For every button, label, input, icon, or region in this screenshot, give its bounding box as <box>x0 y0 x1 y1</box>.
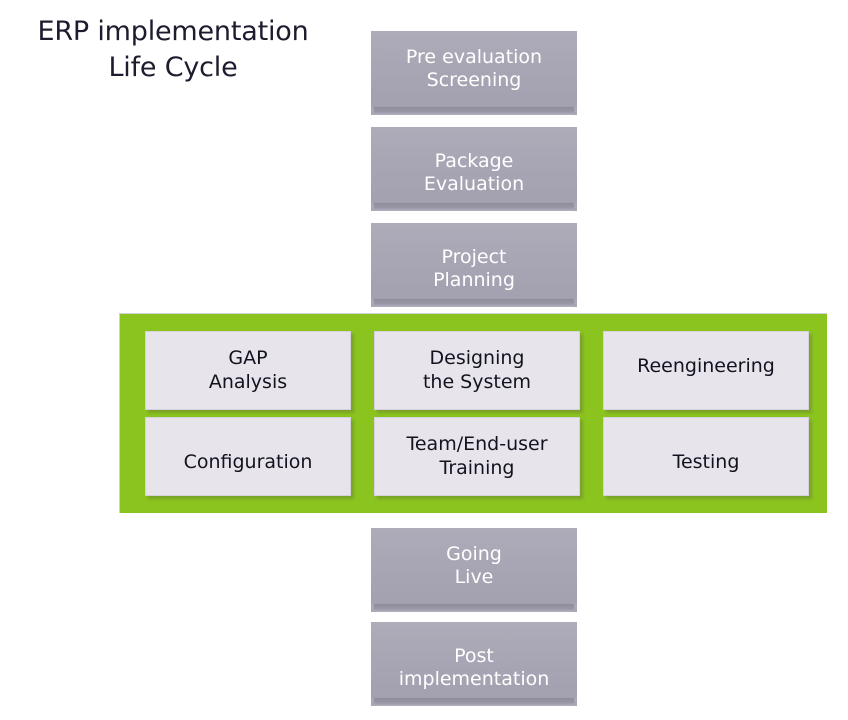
stage-face: Going Live <box>371 528 577 604</box>
stage-face: Project Planning <box>371 223 577 299</box>
stage-label: Package Evaluation <box>423 149 525 195</box>
green-highlight-group: GAP Analysis Designing the System Reengi… <box>119 313 827 513</box>
stage-project-planning[interactable]: Project Planning <box>371 223 577 307</box>
page-title: ERP implementation Life Cycle <box>37 16 309 83</box>
task-team-end-user-training[interactable]: Team/End-user Training <box>374 417 580 496</box>
stage-going-live[interactable]: Going Live <box>371 528 577 612</box>
task-label: Team/End-user Training <box>406 433 548 479</box>
task-reengineering[interactable]: Reengineering <box>603 331 809 410</box>
stage-package-evaluation[interactable]: Package Evaluation <box>371 127 577 211</box>
stage-face: Pre evaluation Screening <box>371 31 577 107</box>
task-label: Testing <box>672 450 740 473</box>
task-designing-the-system[interactable]: Designing the System <box>374 331 580 410</box>
task-label: Configuration <box>183 450 313 473</box>
stage-label: Going Live <box>446 542 502 588</box>
stage-label: Pre evaluation Screening <box>405 45 543 91</box>
stage-label: Post implementation <box>398 644 550 690</box>
stage-post-implementation[interactable]: Post implementation <box>371 622 577 706</box>
task-label: Designing the System <box>422 347 532 393</box>
stage-base-shadow <box>374 299 574 307</box>
stage-pre-evaluation-screening[interactable]: Pre evaluation Screening <box>371 31 577 115</box>
stage-base-shadow <box>374 698 574 706</box>
stage-face: Post implementation <box>371 622 577 698</box>
task-label: GAP Analysis <box>208 347 288 393</box>
stage-base-shadow <box>374 203 574 211</box>
task-testing[interactable]: Testing <box>603 417 809 496</box>
stage-label: Project Planning <box>433 245 515 291</box>
stage-base-shadow <box>374 604 574 612</box>
task-configuration[interactable]: Configuration <box>145 417 351 496</box>
stage-base-shadow <box>374 107 574 115</box>
task-label: Reengineering <box>637 354 775 377</box>
task-gap-analysis[interactable]: GAP Analysis <box>145 331 351 410</box>
stage-face: Package Evaluation <box>371 127 577 203</box>
